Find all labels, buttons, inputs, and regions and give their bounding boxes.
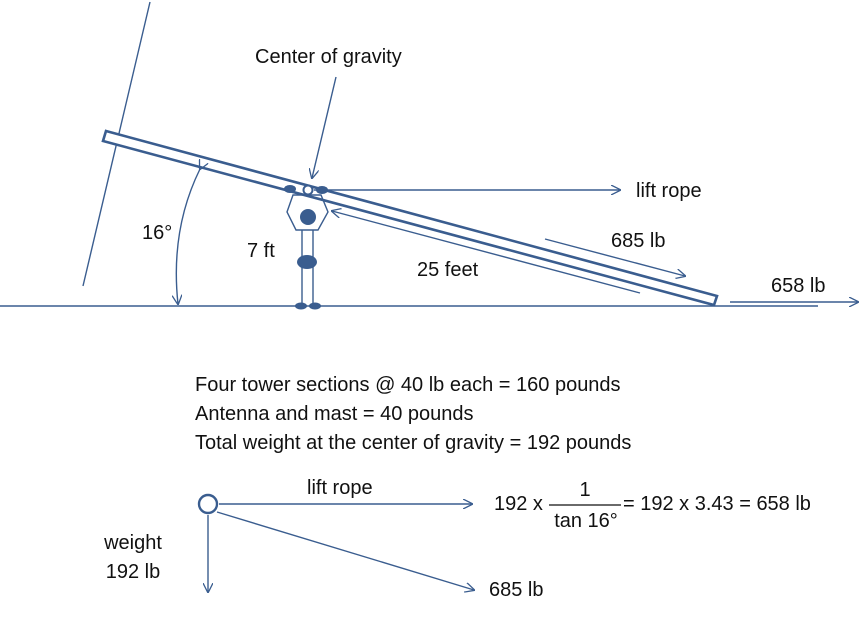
center-of-gravity-point [302,184,314,196]
center-of-gravity-label: Center of gravity [255,46,402,68]
equation-denominator: tan 16° [554,510,618,532]
note-antenna-mast: Antenna and mast = 40 pounds [195,403,474,425]
lift-rope-label: lift rope [636,180,702,202]
force-weight-label: weight [104,532,162,554]
person-right-foot [309,302,321,310]
height-label: 7 ft [247,240,275,262]
force-tension-label: 685 lb [489,579,544,601]
length-label: 25 feet [417,259,479,281]
pull-label: 658 lb [771,275,826,297]
length-dimension-arrow [332,211,641,294]
force-lift-rope-label: lift rope [307,477,373,499]
equation-numerator: 1 [579,479,591,501]
force-weight-value: 192 lb [105,561,161,583]
force-tension-arrow [216,511,474,590]
tower-beam [101,129,719,307]
note-total-weight: Total weight at the center of gravity = … [195,432,632,454]
tension-label: 685 lb [611,230,666,252]
person-right-hand [316,186,328,194]
angle-arc [176,169,200,304]
angle-label: 16° [142,222,173,244]
note-tower-sections: Four tower sections @ 40 lb each = 160 p… [195,374,621,396]
equation-result: = 192 x 3.43 = 658 lb [623,493,811,515]
tension-arrow [544,238,685,276]
person-body [297,255,317,269]
person-head [300,209,316,225]
person-left-hand [284,185,296,193]
equation-prefix: 192 x [494,493,543,515]
force-point [197,493,219,515]
center-of-gravity-pointer [312,76,337,178]
person-left-foot [295,302,307,310]
